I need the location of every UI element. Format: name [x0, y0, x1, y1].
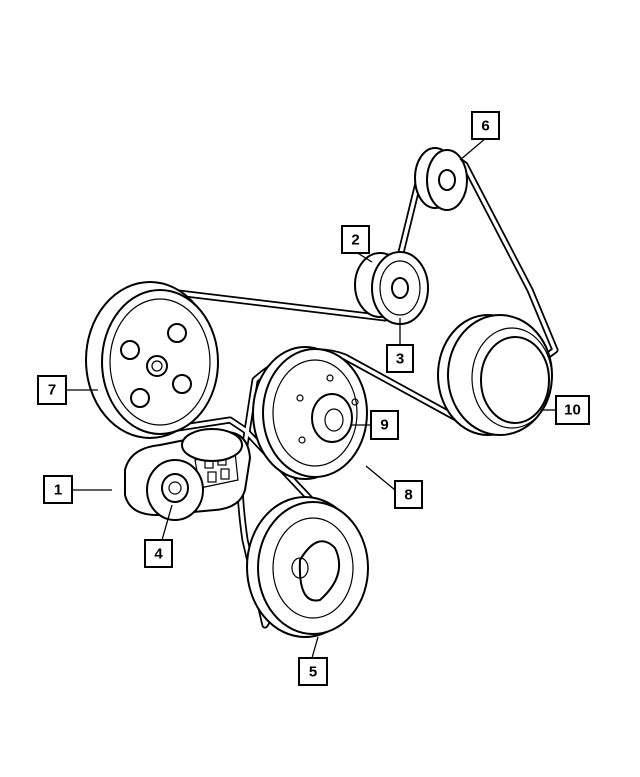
callout-7-label: 7: [48, 382, 56, 399]
alternator-pulley: [437, 314, 553, 436]
leader-lines: [66, 137, 556, 659]
idler-pulley: [354, 251, 429, 325]
callout-6-label: 6: [481, 118, 489, 135]
water-pump-pulley: [252, 346, 368, 480]
power-steering-pulley: [85, 281, 219, 439]
callout-9-label: 9: [380, 417, 388, 434]
callout-4-label: 4: [154, 546, 163, 563]
callout-9: 9: [370, 410, 399, 440]
callout-5-label: 5: [309, 664, 317, 681]
callout-2-label: 2: [351, 232, 359, 249]
callout-1: 1: [43, 475, 73, 504]
leader-5: [311, 636, 319, 659]
callout-3-label: 3: [396, 351, 404, 368]
belt-tensioner-assembly: [124, 428, 252, 521]
callout-5: 5: [298, 657, 328, 686]
leader-4: [161, 504, 173, 541]
callout-8-label: 8: [404, 487, 412, 504]
callout-2: 2: [341, 225, 370, 254]
callout-1-label: 1: [54, 482, 62, 499]
callout-7: 7: [37, 375, 67, 405]
crankshaft-damper: [246, 496, 369, 638]
leader-6: [459, 137, 487, 161]
upper-idler-pulley: [414, 147, 468, 211]
callout-10: 10: [555, 395, 590, 425]
callout-6: 6: [471, 111, 500, 140]
callout-4: 4: [144, 539, 173, 568]
callout-8: 8: [394, 480, 423, 509]
callout-3: 3: [386, 344, 414, 373]
leader-8: [365, 465, 396, 491]
callout-10-label: 10: [564, 402, 581, 419]
